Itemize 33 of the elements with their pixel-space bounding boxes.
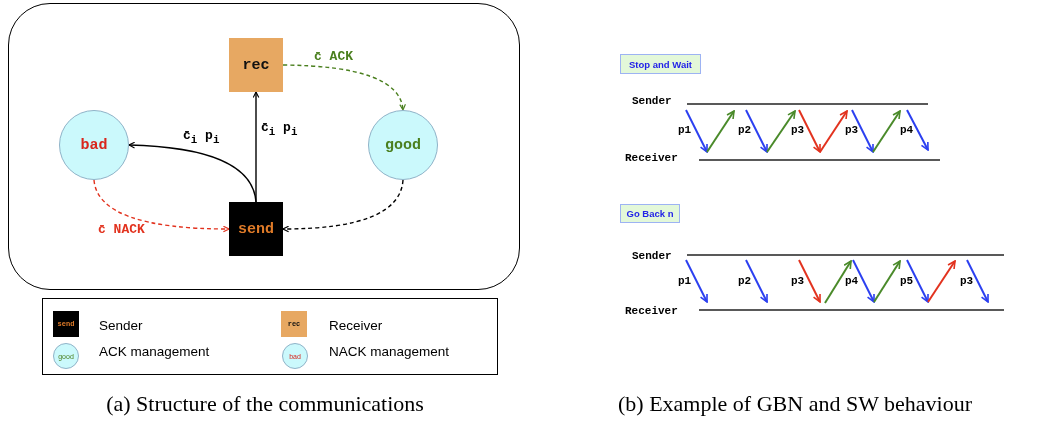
timeline-label: p2 xyxy=(738,275,752,287)
timeline-label: Sender xyxy=(632,250,672,262)
timeline-label: p1 xyxy=(678,124,692,136)
timeline-label: p3 xyxy=(960,275,974,287)
state-circle: bad xyxy=(59,110,129,180)
timeline-label: p5 xyxy=(900,275,914,287)
arrow xyxy=(282,179,404,233)
timeline-label: p4 xyxy=(845,275,859,287)
timeline-label: Receiver xyxy=(625,305,678,317)
title-tag: Stop and Wait xyxy=(620,54,701,74)
legend-text: Sender xyxy=(99,318,143,333)
timeline-label: p3 xyxy=(791,124,805,136)
arrow xyxy=(252,91,260,203)
title-tag: Go Back n xyxy=(620,204,680,223)
timeline-label: p4 xyxy=(900,124,914,136)
caption: (a) Structure of the communications xyxy=(106,391,424,417)
arrow xyxy=(282,64,406,111)
state-circle: good xyxy=(368,110,438,180)
legend-text: Receiver xyxy=(329,318,383,333)
edge-label: c̄$_{i}$ p$_{i}$ xyxy=(260,120,299,138)
legend-text: NACK management xyxy=(329,344,450,359)
edge-label: c̄$_{i}$ p$_{i}$ xyxy=(182,128,221,146)
caption: (b) Example of GBN and SW behaviour xyxy=(618,391,972,417)
sender-box: send xyxy=(229,202,283,256)
timeline-label: p2 xyxy=(738,124,752,136)
arrow xyxy=(93,179,230,233)
timeline-label: Receiver xyxy=(625,152,678,164)
timeline-label: p3 xyxy=(845,124,859,136)
legend-text: ACK management xyxy=(99,344,210,359)
timeline-label: Sender xyxy=(632,95,672,107)
timeline-label: p1 xyxy=(678,275,692,287)
timeline-label: p3 xyxy=(791,275,805,287)
receiver-box: rec xyxy=(229,38,283,92)
